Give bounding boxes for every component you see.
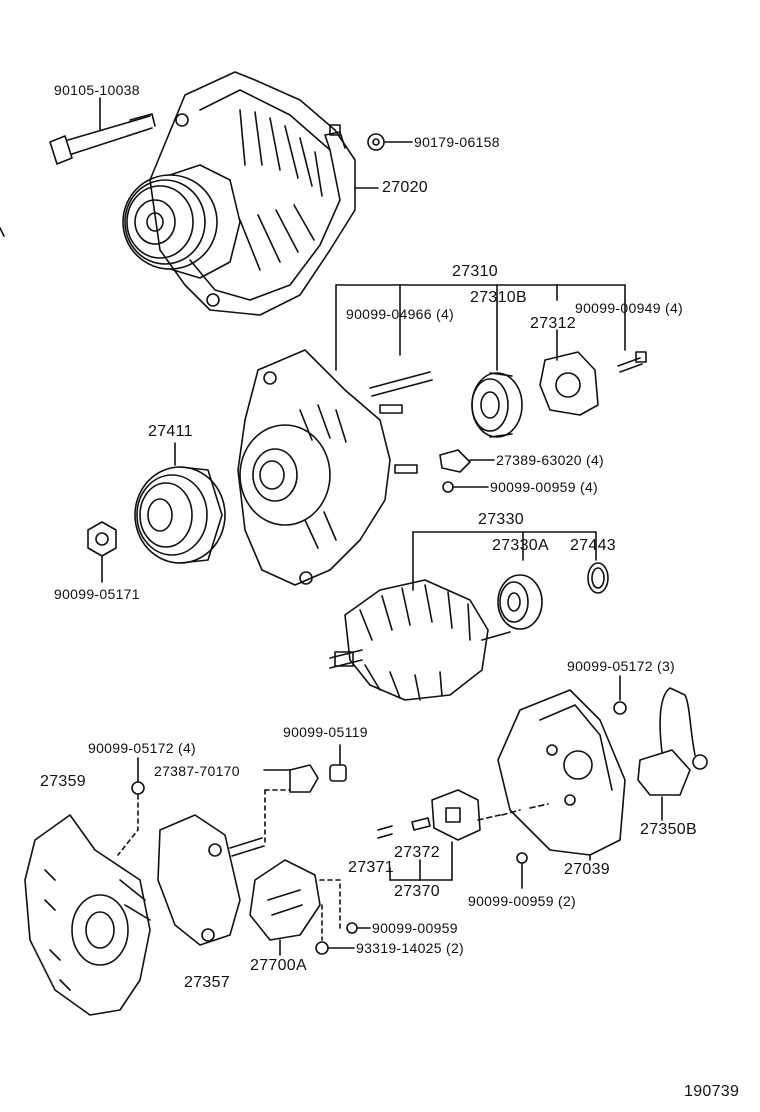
pulley-drawing — [134, 442, 226, 564]
rectifier-drawing — [157, 814, 265, 946]
nut-end-frame-drawing — [131, 781, 145, 795]
insulator-drawing — [439, 449, 471, 473]
part-label-rear-cover: 27039 — [564, 861, 610, 878]
connector-drawing — [637, 687, 708, 821]
part-label-rotor-assembly: 27330 — [478, 511, 524, 528]
rear-cover-drawing — [497, 689, 626, 861]
rotor-drawing — [329, 579, 511, 701]
terminal-insulator-drawing — [263, 764, 319, 793]
part-label-brush-holder: 27370 — [394, 883, 440, 900]
end-frame-drawing — [24, 814, 151, 1016]
part-label-end-frame: 27359 — [40, 773, 86, 790]
part-label-brush: 27371 — [348, 859, 394, 876]
part-label-regulator: 27700A — [250, 957, 307, 974]
cover-ring-drawing — [587, 562, 609, 594]
part-label-nut-rear-cover: 90099-05172 (3) — [567, 658, 676, 674]
part-label-retainer: 27312 — [530, 315, 576, 332]
part-label-screw-regulator: 90099-00959 — [372, 920, 458, 936]
part-label-cover-ring: 27443 — [570, 537, 616, 554]
part-label-frame-assembly: 27310 — [452, 263, 498, 280]
part-label-terminal-insulator: 27387-70170 — [154, 763, 240, 779]
long-bolt-drawing — [49, 113, 156, 165]
brush-holder-drawing — [377, 789, 481, 881]
brush-holder-guide — [477, 803, 549, 821]
part-label-bolt-top: 90105-10038 — [54, 82, 140, 98]
screw-front-drawing — [442, 481, 454, 493]
diagram-code: 190739 — [684, 1083, 740, 1100]
part-label-screw-retainer: 90099-00949 (4) — [575, 300, 684, 316]
drive-end-frame-drawing — [237, 349, 433, 586]
part-label-front-bearing: 27310B — [470, 289, 527, 306]
nut-rear-cover-drawing — [613, 701, 627, 715]
part-label-terminal-nut: 90099-05119 — [283, 724, 368, 740]
nut-top-drawing — [367, 133, 385, 151]
part-label-screw-front: 90099-00959 (4) — [490, 479, 599, 495]
front-bearing-drawing — [471, 372, 523, 438]
rear-bearing-drawing — [497, 574, 543, 630]
part-label-spring: 27372 — [394, 844, 440, 861]
part-label-nut-end-frame: 90099-05172 (4) — [88, 740, 197, 756]
frame-assembly-bracket — [335, 284, 626, 371]
pulley-nut-drawing — [87, 521, 117, 583]
part-label-rectifier: 27357 — [184, 974, 230, 991]
retainer-plate-drawing — [539, 351, 599, 416]
rotor-bracket — [412, 531, 597, 591]
part-label-pulley-nut: 90099-05171 — [54, 586, 140, 602]
part-label-insulator: 27389-63020 (4) — [496, 452, 605, 468]
regulator-drawing — [249, 859, 321, 956]
part-label-rear-bearing: 27330A — [492, 537, 549, 554]
part-label-nut-top: 90179-06158 — [414, 134, 500, 150]
retainer-screw-drawing — [617, 351, 647, 373]
screw-rear-drawing — [516, 852, 528, 864]
part-label-pulley: 27411 — [148, 423, 193, 440]
alternator-assembly-drawing — [122, 71, 356, 316]
part-label-connector: 27350B — [640, 821, 697, 838]
part-label-screw-rear: 90099-00959 (2) — [468, 893, 577, 909]
part-label-alternator-assembly: 27020 — [382, 179, 428, 196]
screw-regulator-drawing — [346, 922, 358, 934]
terminal-nut-drawing — [329, 744, 347, 782]
washer-drawing — [315, 941, 329, 955]
part-label-stud-front: 90099-04966 (4) — [346, 306, 455, 322]
part-label-washer: 93319-14025 (2) — [356, 940, 465, 956]
